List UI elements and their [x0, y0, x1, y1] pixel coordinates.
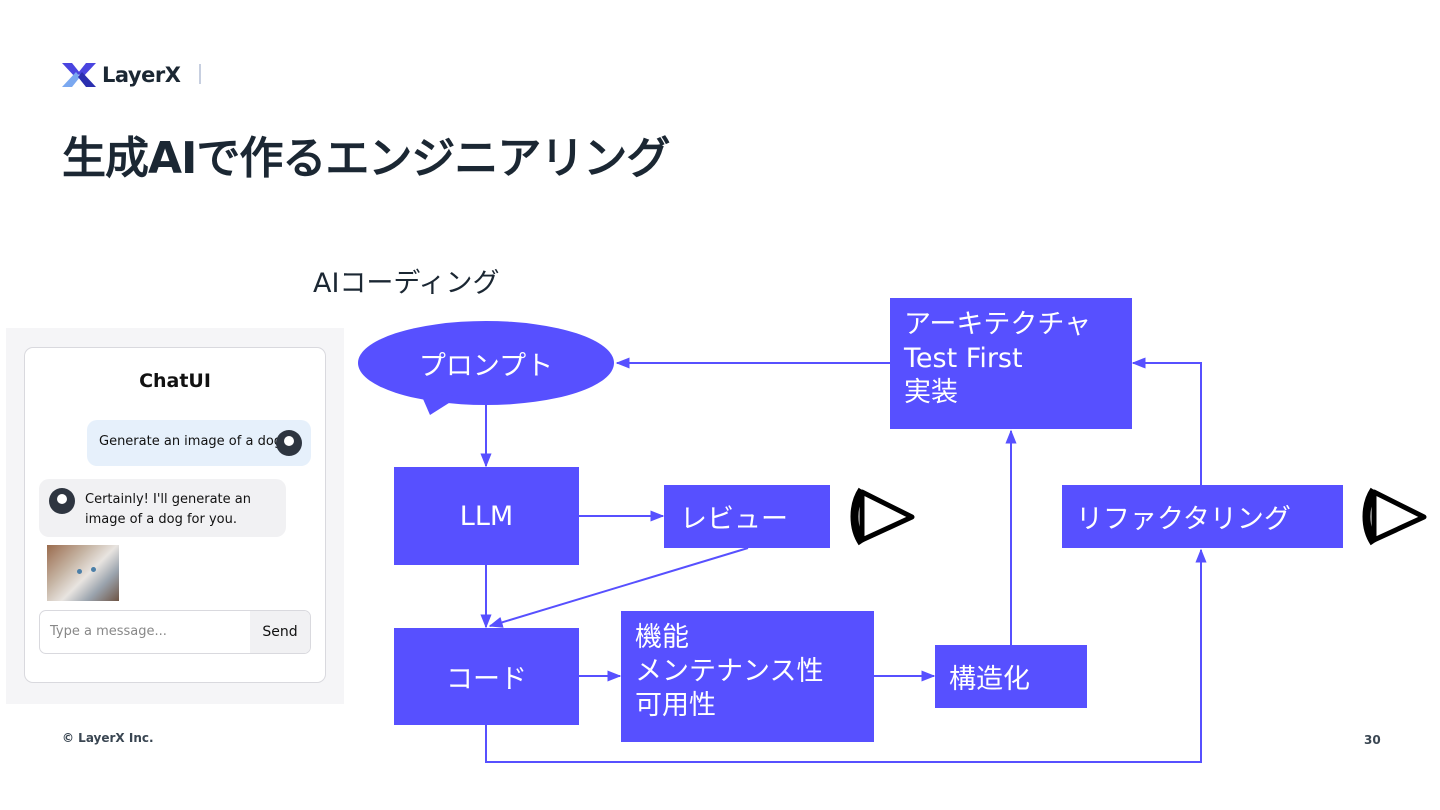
bot-message-text: Certainly! I'll generate an image of a d… — [85, 492, 251, 527]
bot-avatar-icon — [49, 488, 75, 514]
user-avatar-icon — [276, 430, 302, 456]
arrow-code-to-refactoring — [485, 548, 1207, 763]
arrow-refactoring-to-architecture — [1131, 357, 1202, 485]
architecture-node-text: アーキテクチャ Test First 実装 — [904, 309, 1092, 408]
prompt-speech-bubble — [358, 321, 614, 415]
refactoring-node: リファクタリング — [1062, 485, 1343, 548]
dog-eye-left — [77, 569, 82, 574]
quality-node: 機能 メンテナンス性 可用性 — [621, 611, 874, 742]
page-title: 生成AIで作るエンジニアリング — [62, 133, 670, 184]
eye-icon — [1362, 487, 1427, 546]
message-input-placeholder[interactable]: Type a message... — [50, 624, 167, 639]
user-message-bubble: Generate an image of a dog — [87, 420, 311, 466]
page-number: 30 — [1364, 733, 1381, 747]
llm-node: LLM — [394, 467, 579, 565]
eye-icon — [850, 487, 915, 546]
prompt-node: プロンプト — [418, 350, 554, 382]
code-node: コード — [394, 628, 579, 725]
layerx-logo-icon — [62, 63, 96, 87]
quality-node-text: 機能 メンテナンス性 可用性 — [635, 622, 824, 721]
logo-text: LayerX — [102, 63, 181, 87]
send-button[interactable]: Send — [250, 611, 310, 653]
bot-message-bubble: Certainly! I'll generate an image of a d… — [39, 479, 286, 537]
header-divider — [199, 64, 201, 84]
dog-eye-right — [91, 567, 96, 572]
arrow-review-to-code — [488, 547, 749, 628]
chatui-screenshot: ChatUI Generate an image of a dog Certai… — [6, 328, 344, 704]
copyright: © LayerX Inc. — [62, 731, 154, 745]
generated-dog-image — [47, 545, 119, 601]
review-node: レビュー — [664, 485, 830, 548]
chat-title: ChatUI — [139, 370, 211, 392]
structure-node: 構造化 — [935, 645, 1087, 708]
chat-window: ChatUI Generate an image of a dog Certai… — [24, 347, 326, 683]
architecture-node: アーキテクチャ Test First 実装 — [890, 298, 1132, 429]
section-subtitle: AIコーディング — [313, 268, 500, 299]
message-input[interactable]: Type a message... Send — [39, 610, 311, 654]
company-logo: LayerX — [62, 60, 181, 90]
user-message-text: Generate an image of a dog — [99, 434, 283, 449]
